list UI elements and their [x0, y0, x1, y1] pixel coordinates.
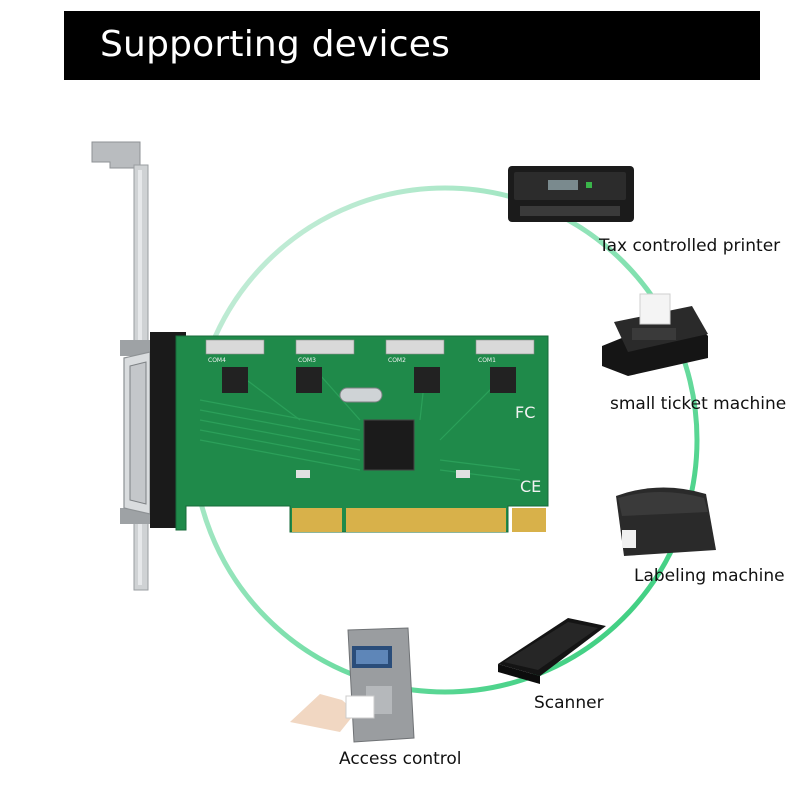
- device-label-labeling-machine: Labeling machine: [634, 566, 785, 586]
- page-title: Supporting devices: [100, 24, 451, 65]
- ce-mark: CE: [520, 477, 541, 496]
- device-label-access-control: Access control: [339, 749, 462, 769]
- port-label: COM2: [388, 357, 406, 364]
- port-label: COM3: [298, 357, 316, 364]
- header-banner: Supporting devices: [64, 11, 760, 80]
- device-label-ticket-machine: small ticket machine: [610, 394, 787, 414]
- metal-bracket: [91, 141, 151, 591]
- fc-mark: FC: [515, 403, 535, 422]
- port-label: COM4: [208, 357, 226, 364]
- pcb-board: FC CE COM4 COM3 COM2 COM1: [175, 335, 549, 533]
- port-label: COM1: [478, 357, 496, 364]
- device-label-tax-printer: Tax controlled printer: [599, 236, 781, 256]
- device-label-scanner: Scanner: [534, 693, 604, 713]
